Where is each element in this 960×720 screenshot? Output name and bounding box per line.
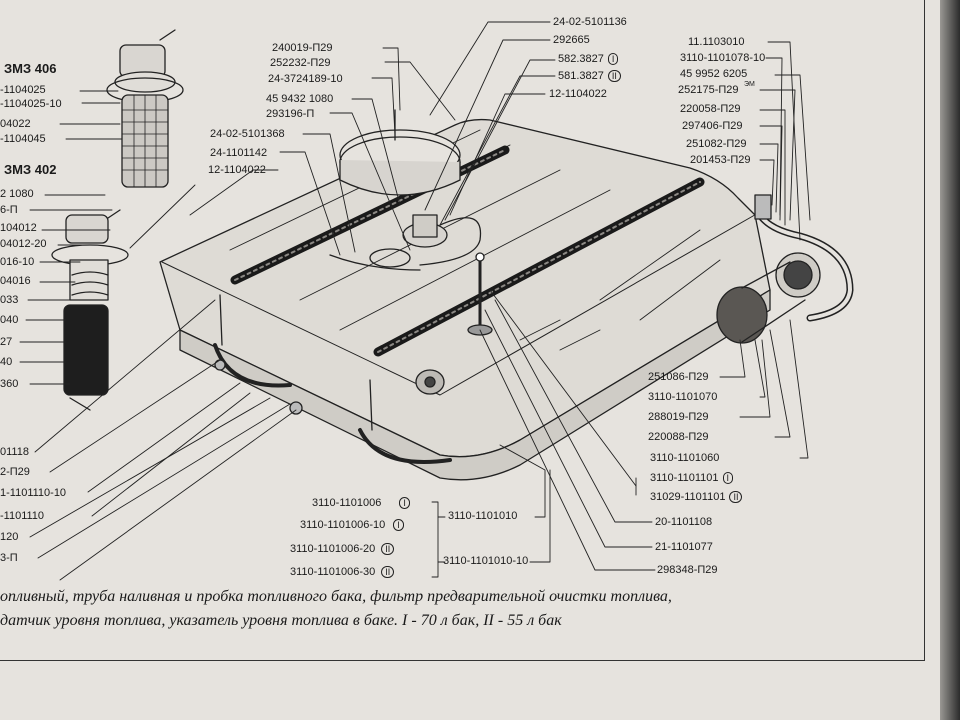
part-label: 251086-П29	[648, 371, 709, 383]
part-label: 288019-П29	[648, 411, 709, 423]
part-label: 40	[0, 356, 13, 368]
part-label: 104012	[0, 222, 37, 234]
part-label: 04016	[0, 275, 31, 287]
outlet-fitting	[415, 369, 445, 395]
part-label: 45 9952 6205	[680, 68, 748, 80]
part-label: -1101110	[0, 510, 45, 522]
part-label: 45 9432 1080	[266, 93, 334, 105]
label-zmz402: ЗМЗ 402	[4, 162, 57, 177]
part-label: 033	[0, 294, 19, 306]
part-label: 360	[0, 378, 19, 390]
filler-cap	[339, 109, 461, 196]
part-label: 220088-П29	[648, 431, 709, 443]
caption-line-2: датчик уровня топлива, указатель уровня …	[0, 612, 562, 629]
pre-filter	[716, 194, 854, 344]
fuel-sender-402	[51, 209, 129, 411]
part-label: 292665	[553, 34, 590, 46]
part-label: 04012-20	[0, 238, 47, 250]
part-label: 220058-П29	[680, 103, 741, 115]
part-label: 251082-П29	[686, 138, 747, 150]
part-label: 04022	[0, 118, 31, 130]
page-edge-shadow	[940, 0, 960, 720]
fuel-tank-body	[159, 118, 771, 481]
caption-line-1: опливный, труба наливная и пробка топлив…	[0, 588, 672, 605]
part-label: 201453-П29	[690, 154, 751, 166]
sender-port	[329, 214, 482, 271]
part-label: 016-10	[0, 256, 35, 268]
part-label: 240019-П29	[272, 42, 333, 54]
part-label: 24-3724189-10	[268, 73, 343, 85]
roman-one-badge: I	[722, 472, 734, 484]
part-label: 21-1101077	[655, 541, 713, 553]
figure-caption: опливный, труба наливная и пробка топлив…	[0, 585, 930, 633]
part-label: 297406-П29	[682, 120, 743, 132]
part-label: 252232-П29	[270, 57, 331, 69]
roman-two-badge: II	[607, 70, 621, 82]
part-label: 12-1104022	[549, 88, 607, 100]
leader-lines	[19, 21, 811, 581]
part-label: 01118	[0, 446, 29, 458]
part-label: 120	[0, 531, 19, 543]
part-label: 3110-1101010-10	[443, 555, 529, 567]
part-label: 3110-1101070	[648, 391, 718, 403]
drawing-frame	[0, 0, 925, 661]
label-zmz406: ЗМЗ 406	[4, 61, 57, 76]
part-label: 2-П29	[0, 466, 30, 478]
part-label: 293196-П	[266, 108, 315, 120]
part-label: 2 1080	[0, 188, 34, 200]
part-label: 20-1101108	[655, 516, 713, 528]
part-label: -1104025-10	[0, 98, 62, 110]
part-label: 27	[0, 336, 13, 348]
part-label: 3-П	[0, 552, 18, 564]
part-label: 3110-1101010	[448, 510, 518, 522]
part-label: 11.1103010	[688, 36, 745, 48]
part-label: 3110-1101078-10	[680, 52, 766, 64]
part-label: 298348-П29	[657, 564, 718, 576]
part-label: 1-1101110-10	[0, 487, 67, 499]
roman-one-badge: I	[607, 53, 619, 65]
part-label: 3110-1101060	[650, 452, 720, 464]
part-label: 252175-П29	[678, 84, 739, 96]
part-label-note: ЭМ	[744, 81, 755, 88]
roman-two-badge: II	[729, 491, 743, 503]
roman-two-badge: II	[381, 543, 395, 555]
roman-one-badge: I	[399, 497, 410, 509]
roman-two-badge: II	[381, 566, 395, 578]
part-label: 24-1101142	[210, 147, 268, 159]
part-label: 040	[0, 314, 19, 326]
roman-one-badge: I	[393, 519, 404, 531]
part-label: -1104025	[0, 84, 46, 96]
fuel-sender-406	[106, 29, 184, 188]
part-label: 12-1104022	[208, 164, 266, 176]
part-label: 24-02-5101368	[210, 128, 285, 140]
part-label: 6-П	[0, 204, 18, 216]
part-label: -1104045	[0, 133, 46, 145]
part-label: 24-02-5101136	[553, 16, 627, 28]
